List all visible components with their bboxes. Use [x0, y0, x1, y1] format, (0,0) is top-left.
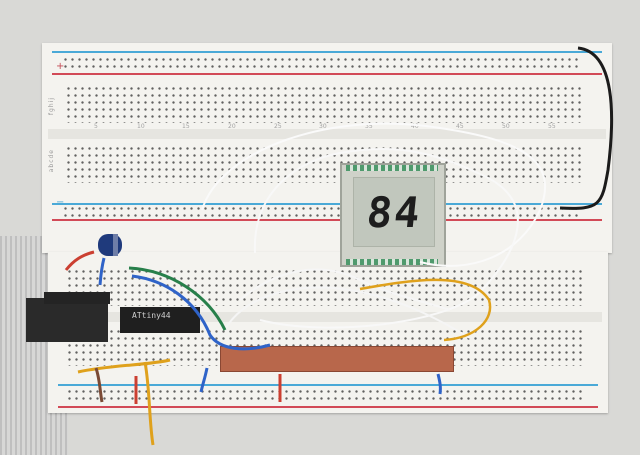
column-number: 25 — [274, 123, 282, 130]
rail-minus-sign: − — [56, 197, 65, 208]
lcd-pins-bottom — [346, 259, 438, 265]
center-groove-top — [48, 129, 606, 139]
rail-plus-sign: + — [56, 61, 65, 72]
rail-top-red — [52, 51, 602, 53]
lcd-module: 84 — [340, 163, 446, 267]
ribbon-connector — [26, 298, 108, 342]
column-number: 10 — [137, 123, 145, 130]
hole-grid-top-1 — [65, 85, 585, 123]
row-letters-bottom: abcde — [48, 149, 55, 173]
lcd-screen: 84 — [353, 177, 435, 247]
rail-holes-mid — [62, 205, 582, 219]
hole-grid-top-2 — [65, 145, 585, 183]
lcd-digits: 84 — [364, 187, 424, 237]
column-number: 15 — [182, 123, 190, 130]
column-number: 35 — [365, 123, 373, 130]
rail-top-blue — [52, 73, 602, 75]
column-number: 40 — [411, 123, 419, 130]
breadboard-top: fghij abcde 5 10 15 20 25 30 35 40 45 50… — [42, 43, 612, 253]
header-pins — [44, 292, 110, 304]
rail-mid-red — [52, 219, 602, 221]
column-number: 20 — [228, 123, 236, 130]
ic-label: ATtiny44 — [132, 311, 171, 320]
column-number: 50 — [502, 123, 510, 130]
rail-holes-bottom — [66, 388, 586, 402]
ic-chip: ATtiny44 — [120, 307, 200, 333]
column-number: 55 — [548, 123, 556, 130]
hole-grid-bottom-1 — [66, 268, 586, 306]
column-number: 45 — [456, 123, 464, 130]
row-letters-top: fghij — [48, 97, 55, 116]
rail-bottom-red — [58, 406, 598, 408]
rail-bottom-blue — [58, 384, 598, 386]
lcd-pins-top — [346, 165, 438, 171]
column-number: 30 — [319, 123, 327, 130]
column-number: 5 — [94, 123, 98, 130]
capacitor — [98, 234, 122, 256]
perfboard-header — [220, 346, 454, 372]
rail-holes-top — [62, 56, 582, 70]
